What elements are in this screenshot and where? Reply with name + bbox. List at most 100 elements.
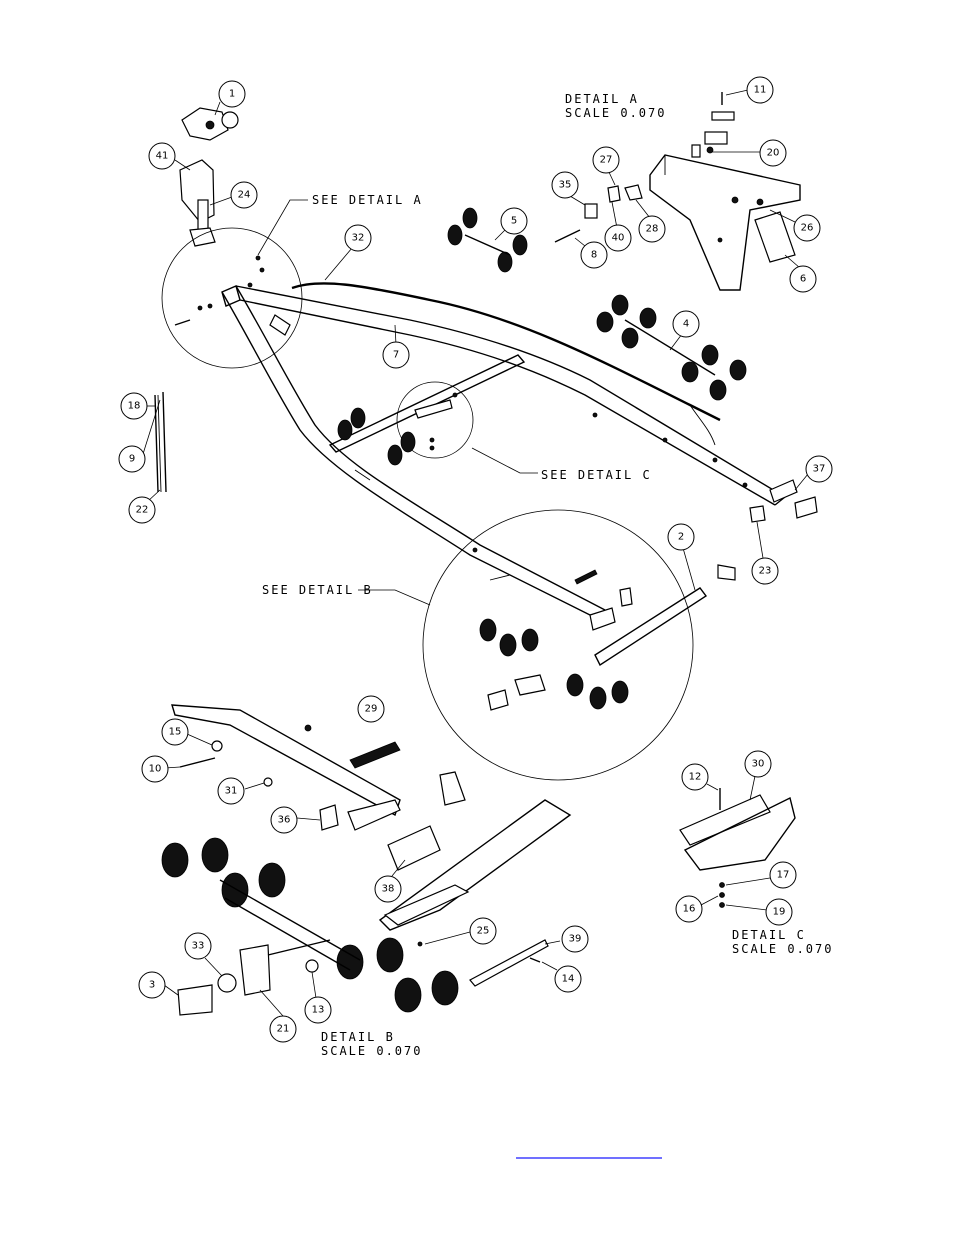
svg-text:39: 39 — [569, 934, 582, 945]
callout-22: 22 — [128, 496, 156, 524]
svg-text:37: 37 — [813, 464, 826, 475]
see-detail-b: SEE DETAIL B — [262, 583, 373, 597]
detail-a-title: DETAIL A — [565, 92, 639, 106]
svg-text:8: 8 — [591, 250, 597, 261]
svg-text:23: 23 — [759, 566, 772, 577]
callout-16: 16 — [675, 895, 703, 923]
main-trailer-frame — [221, 282, 818, 621]
svg-text:38: 38 — [382, 884, 395, 895]
detail-c-scale: SCALE 0.070 — [732, 942, 833, 956]
detail-a-circle — [161, 227, 303, 369]
callout-36: 36 — [270, 806, 298, 834]
svg-text:10: 10 — [149, 764, 162, 775]
svg-text:20: 20 — [767, 148, 780, 159]
callout-15: 15 — [161, 718, 189, 746]
detail-a-inset — [554, 92, 801, 291]
callout-7: 7 — [382, 341, 410, 369]
svg-text:24: 24 — [238, 190, 251, 201]
callout-2: 2 — [667, 523, 695, 551]
see-detail-c: SEE DETAIL C — [541, 468, 652, 482]
svg-text:25: 25 — [477, 926, 490, 937]
svg-text:17: 17 — [777, 870, 790, 881]
callout-30: 30 — [744, 750, 772, 778]
callout-1: 1 — [218, 80, 246, 108]
svg-text:9: 9 — [129, 454, 135, 465]
svg-text:22: 22 — [136, 505, 149, 516]
callout-14: 14 — [554, 965, 582, 993]
callout-17: 17 — [769, 861, 797, 889]
detail-b-region — [358, 509, 736, 781]
callout-20: 20 — [759, 139, 787, 167]
svg-text:36: 36 — [278, 815, 291, 826]
detail-b-scale: SCALE 0.070 — [321, 1044, 422, 1058]
leader-lines — [142, 89, 809, 1017]
winch-assembly — [179, 107, 239, 247]
svg-text:15: 15 — [169, 727, 182, 738]
svg-text:27: 27 — [600, 155, 613, 166]
svg-text:21: 21 — [277, 1024, 290, 1035]
callout-5: 5 — [500, 207, 528, 235]
svg-text:28: 28 — [646, 224, 659, 235]
callout-10: 10 — [141, 755, 169, 783]
svg-text:16: 16 — [683, 904, 696, 915]
callout-38: 38 — [374, 875, 402, 903]
roller-group-5 — [447, 207, 528, 273]
detail-c-exploded — [679, 788, 796, 908]
svg-text:14: 14 — [562, 974, 575, 985]
callout-37: 37 — [805, 455, 833, 483]
svg-text:26: 26 — [801, 223, 814, 234]
svg-text:1: 1 — [229, 89, 235, 100]
svg-text:11: 11 — [754, 85, 767, 96]
see-detail-a: SEE DETAIL A — [312, 193, 423, 207]
callout-8: 8 — [580, 241, 608, 269]
svg-text:2: 2 — [678, 532, 684, 543]
svg-text:12: 12 — [689, 772, 702, 783]
svg-text:18: 18 — [128, 401, 141, 412]
callout-9: 9 — [118, 445, 146, 473]
detail-c-region — [337, 381, 538, 474]
callout-19: 19 — [765, 898, 793, 926]
detail-c-title: DETAIL C — [732, 928, 806, 942]
detail-b-exploded — [161, 704, 572, 1016]
svg-text:30: 30 — [752, 759, 765, 770]
callout-25: 25 — [469, 917, 497, 945]
svg-text:4: 4 — [683, 319, 689, 330]
callout-23: 23 — [751, 557, 779, 585]
svg-text:32: 32 — [352, 233, 365, 244]
callout-28: 28 — [638, 215, 666, 243]
callout-4: 4 — [672, 310, 700, 338]
callout-11: 11 — [746, 76, 774, 104]
callout-18: 18 — [120, 392, 148, 420]
callout-27: 27 — [592, 146, 620, 174]
callout-29: 29 — [357, 695, 385, 723]
callout-26: 26 — [793, 214, 821, 242]
svg-text:40: 40 — [612, 233, 625, 244]
svg-text:7: 7 — [393, 350, 399, 361]
callouts: 1 41 24 32 7 18 9 22 11 20 27 35 5 8 40 … — [118, 76, 833, 1043]
strap-items — [154, 391, 167, 493]
svg-text:33: 33 — [192, 941, 205, 952]
svg-text:13: 13 — [312, 1005, 325, 1016]
detail-a-scale: SCALE 0.070 — [565, 106, 666, 120]
callout-12: 12 — [681, 763, 709, 791]
callout-32: 32 — [344, 224, 372, 252]
callout-40: 40 — [604, 224, 632, 252]
svg-text:41: 41 — [156, 151, 169, 162]
svg-text:31: 31 — [225, 786, 238, 797]
callout-41: 41 — [148, 142, 176, 170]
svg-text:3: 3 — [149, 980, 155, 991]
callout-6: 6 — [789, 265, 817, 293]
callout-39: 39 — [561, 925, 589, 953]
svg-text:29: 29 — [365, 704, 378, 715]
callout-33: 33 — [184, 932, 212, 960]
callout-13: 13 — [304, 996, 332, 1024]
callout-35: 35 — [551, 171, 579, 199]
svg-text:6: 6 — [800, 274, 806, 285]
callout-3: 3 — [138, 971, 166, 999]
callout-24: 24 — [230, 181, 258, 209]
svg-text:19: 19 — [773, 907, 786, 918]
detail-b-title: DETAIL B — [321, 1030, 395, 1044]
callout-31: 31 — [217, 777, 245, 805]
svg-text:5: 5 — [511, 216, 517, 227]
